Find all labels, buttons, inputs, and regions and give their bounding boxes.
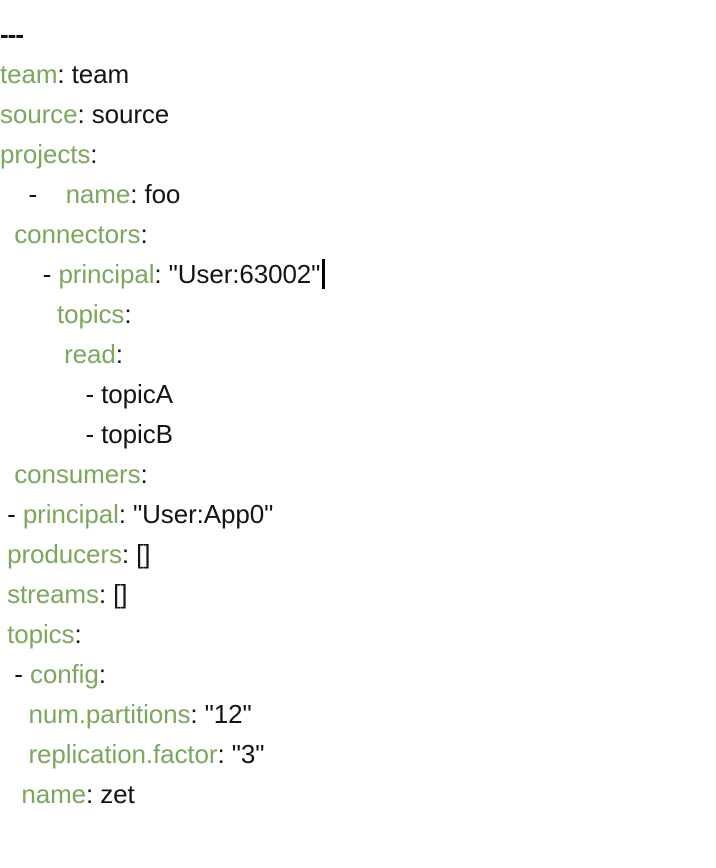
yaml-line[interactable]: num.partitions: "12" <box>0 694 716 734</box>
key-colon: : <box>130 179 138 209</box>
yaml-value: [] <box>128 539 151 569</box>
line-indent <box>0 459 14 489</box>
yaml-line[interactable]: topics: <box>0 614 716 654</box>
yaml-key: num.partitions <box>28 699 191 729</box>
yaml-key: team <box>0 59 58 89</box>
yaml-value: topicB <box>101 419 173 449</box>
yaml-line[interactable]: replication.factor: "3" <box>0 734 716 774</box>
line-indent <box>0 179 29 209</box>
yaml-line[interactable]: projects: <box>0 134 716 174</box>
yaml-value: topicA <box>101 379 173 409</box>
key-colon: : <box>190 699 198 729</box>
yaml-key: streams <box>7 579 99 609</box>
yaml-key: principal <box>58 259 155 289</box>
line-indent <box>0 339 64 369</box>
sequence-dash: - <box>85 419 102 449</box>
yaml-key: connectors <box>14 219 141 249</box>
sequence-dash: - <box>42 259 59 289</box>
sequence-dash: - <box>85 379 102 409</box>
sequence-dash: - <box>14 659 30 689</box>
yaml-line[interactable]: topics: <box>0 294 716 334</box>
key-colon: : <box>217 739 225 769</box>
yaml-line[interactable]: - name: foo <box>0 174 716 214</box>
line-indent <box>0 219 14 249</box>
sequence-dash: - <box>28 179 66 209</box>
key-colon: : <box>124 299 132 329</box>
yaml-key: projects <box>0 139 91 169</box>
yaml-line[interactable]: - topicA <box>0 374 716 414</box>
line-indent <box>0 259 43 289</box>
yaml-key: consumers <box>14 459 141 489</box>
yaml-value: "User:App0" <box>125 499 274 529</box>
key-colon: : <box>98 659 106 689</box>
line-indent <box>0 739 29 769</box>
key-colon: : <box>74 619 82 649</box>
yaml-key: producers <box>7 539 122 569</box>
yaml-key: read <box>64 339 116 369</box>
yaml-line[interactable]: streams: [] <box>0 574 716 614</box>
yaml-value: team <box>64 59 130 89</box>
yaml-line[interactable]: - topicB <box>0 414 716 454</box>
yaml-line[interactable]: --- <box>0 14 716 54</box>
key-colon: : <box>98 579 107 609</box>
yaml-line[interactable]: - principal: "User:63002" <box>0 254 716 294</box>
line-indent <box>0 659 14 689</box>
yaml-value: foo <box>137 179 181 209</box>
yaml-line[interactable]: producers: [] <box>0 534 716 574</box>
key-colon: : <box>77 99 85 129</box>
yaml-value: [] <box>106 579 128 609</box>
yaml-key: name <box>65 179 131 209</box>
text-caret <box>322 259 326 289</box>
key-colon: : <box>140 459 148 489</box>
yaml-line[interactable]: read: <box>0 334 716 374</box>
key-colon: : <box>90 139 98 169</box>
document-start-marker: --- <box>0 19 24 49</box>
line-indent <box>0 419 85 449</box>
yaml-value: zet <box>93 779 135 809</box>
yaml-value <box>123 339 130 369</box>
yaml-line[interactable]: source: source <box>0 94 716 134</box>
yaml-key: topics <box>57 299 125 329</box>
yaml-key: principal <box>22 499 119 529</box>
yaml-key: topics <box>7 619 75 649</box>
key-colon: : <box>115 339 123 369</box>
yaml-value: "3" <box>224 739 265 769</box>
yaml-line[interactable]: consumers: <box>0 454 716 494</box>
line-indent <box>0 699 29 729</box>
yaml-value: "User:63002" <box>161 259 321 289</box>
yaml-line[interactable]: - config: <box>0 654 716 694</box>
line-indent <box>0 379 85 409</box>
yaml-key: name <box>21 779 87 809</box>
key-colon: : <box>154 259 162 289</box>
yaml-key: source <box>0 99 78 129</box>
key-colon: : <box>57 59 65 89</box>
sequence-dash: - <box>7 499 23 529</box>
yaml-key: replication.factor <box>28 739 218 769</box>
key-colon: : <box>118 499 126 529</box>
yaml-line[interactable]: name: zet <box>0 774 716 814</box>
key-colon: : <box>140 219 148 249</box>
line-indent <box>0 779 21 809</box>
yaml-key: config <box>29 659 99 689</box>
yaml-value: source <box>84 99 170 129</box>
yaml-line[interactable]: team: team <box>0 54 716 94</box>
line-indent <box>0 299 57 329</box>
key-colon: : <box>86 779 94 809</box>
key-colon: : <box>121 539 129 569</box>
yaml-line[interactable]: - principal: "User:App0" <box>0 494 716 534</box>
yaml-line[interactable]: connectors: <box>0 214 716 254</box>
yaml-value: "12" <box>197 699 252 729</box>
